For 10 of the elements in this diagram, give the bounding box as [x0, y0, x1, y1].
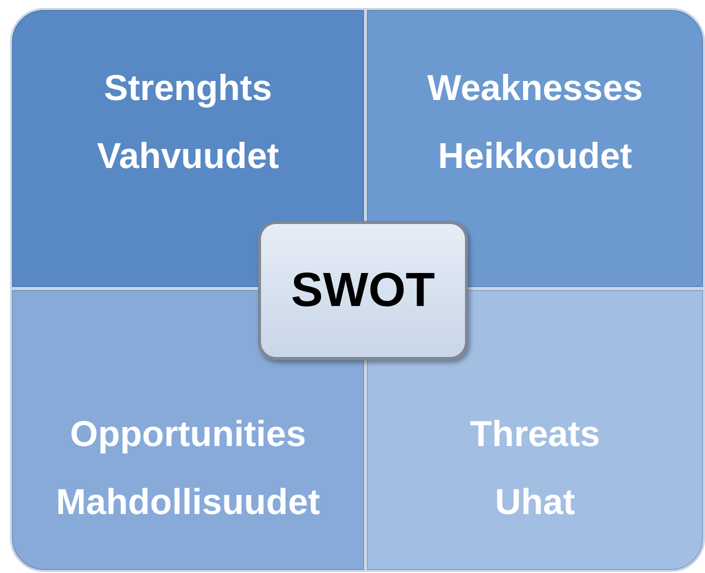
quadrant-label: Mahdollisuudet [56, 480, 320, 524]
center-box [258, 221, 468, 360]
quadrant-label: Weaknesses [427, 66, 643, 110]
quadrant-label: Heikkoudet [438, 134, 632, 178]
quadrant-label: Vahvuudet [96, 134, 280, 178]
quadrant-label: Uhat [495, 480, 575, 524]
quadrant-label: Strenghts [104, 66, 272, 110]
quadrant-label: Threats [470, 412, 600, 456]
center-title: SWOT [291, 263, 435, 318]
quadrant-label: Opportunities [70, 412, 306, 456]
